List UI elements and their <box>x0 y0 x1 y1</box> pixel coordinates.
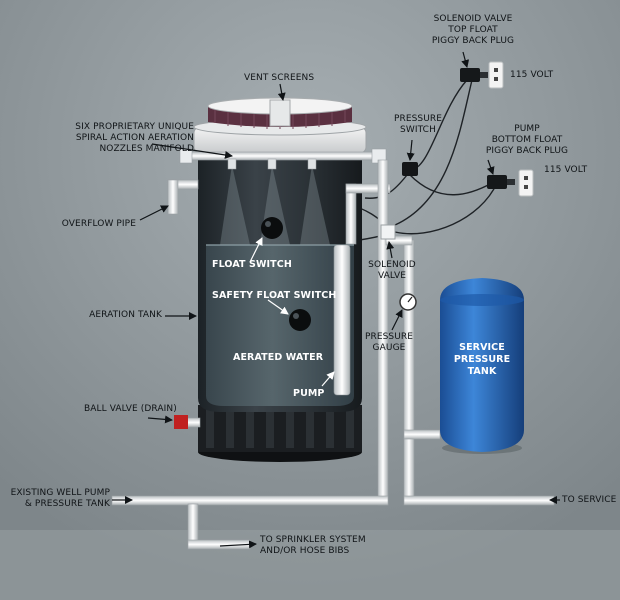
label-sprinkler: TO SPRINKLER SYSTEM AND/OR HOSE BIBS <box>260 535 366 556</box>
top-plug <box>460 61 504 89</box>
float-switch-ball <box>261 217 283 239</box>
label-pressure-gauge: PRESSURE GAUGE <box>364 332 414 353</box>
label-service-pressure-tank: SERVICE PRESSURE TANK <box>453 342 511 377</box>
leader-arrows <box>112 51 560 549</box>
solenoid-valve <box>380 224 396 240</box>
aeration-tank <box>198 155 362 412</box>
label-nozzles-manifold: SIX PROPRIETARY UNIQUE SPIRAL ACTION AER… <box>75 122 194 154</box>
label-volt-bottom: 115 VOLT <box>544 165 588 175</box>
label-overflow-pipe: OVERFLOW PIPE <box>61 219 136 229</box>
label-existing-well-pump: EXISTING WELL PUMP & PRESSURE TANK <box>10 488 110 509</box>
label-aeration-tank: AERATION TANK <box>89 310 162 320</box>
ball-valve-handle <box>174 415 188 429</box>
leader-arrows-white <box>249 237 335 387</box>
overflow-pipe <box>167 179 199 215</box>
plumbing <box>111 159 555 550</box>
label-vent-screens: VENT SCREENS <box>244 73 315 83</box>
label-solenoid-valve: SOLENOID VALVE <box>368 260 416 281</box>
outlet-top <box>488 61 504 89</box>
label-to-service: TO SERVICE <box>562 495 617 505</box>
label-float-switch: FLOAT SWITCH <box>212 259 292 270</box>
bottom-plug <box>487 169 534 197</box>
pressure-gauge <box>399 293 417 311</box>
water <box>206 245 354 406</box>
label-ball-valve: BALL VALVE (DRAIN) <box>84 404 177 414</box>
floor <box>0 530 620 600</box>
label-pressure-switch: PRESSURE SWITCH <box>393 114 443 135</box>
tank-base <box>198 405 362 462</box>
safety-float-ball <box>289 309 311 331</box>
tank-lid <box>193 97 367 154</box>
label-pump-plug: PUMP BOTTOM FLOAT PIGGY BACK PLUG <box>485 124 569 156</box>
label-volt-top: 115 VOLT <box>510 70 554 80</box>
service-pressure-tank <box>440 278 524 454</box>
label-aerated-water: AERATED WATER <box>233 352 324 363</box>
label-solenoid-valve-plug: SOLENOID VALVE TOP FLOAT PIGGY BACK PLUG <box>431 14 515 46</box>
pump <box>333 244 351 396</box>
nozzles-manifold <box>179 148 387 170</box>
label-safety-float-switch: SAFETY FLOAT SWITCH <box>212 290 337 301</box>
label-pump-inside: PUMP <box>293 388 325 399</box>
pressure-switch <box>402 162 418 176</box>
outlet-bottom <box>518 169 534 197</box>
